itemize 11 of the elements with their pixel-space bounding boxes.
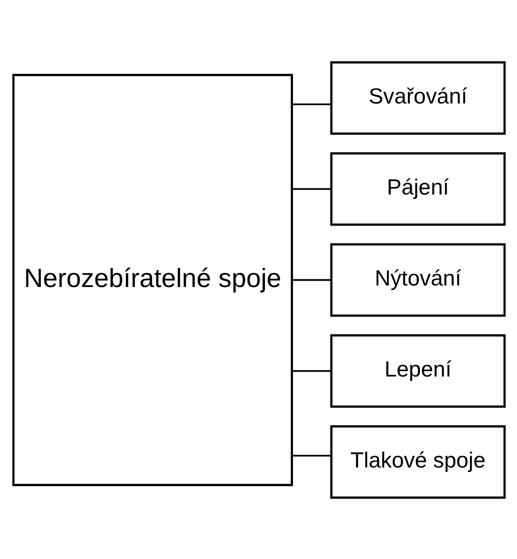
node-box: Nýtování [330,242,506,316]
node-box: Nerozebíratelné spoje [12,73,292,486]
connector [291,103,331,105]
connector [291,278,331,280]
node-box: Tlakové spoje [330,424,506,498]
connector [291,188,331,190]
connector [291,370,331,372]
node-box: Lepení [330,334,506,408]
node-box: Svařování [330,60,506,134]
connector [291,454,331,456]
node-box: Pájení [330,152,506,226]
